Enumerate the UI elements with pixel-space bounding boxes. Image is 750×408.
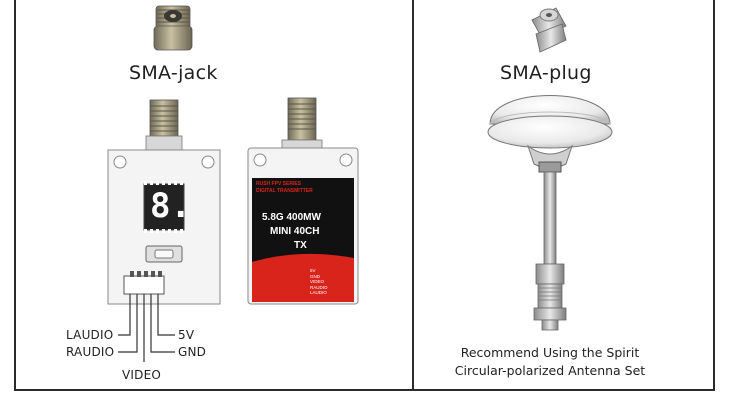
cloverleaf-antenna — [488, 96, 612, 331]
tx-label-top-2: DIGITAL TRANSMITTER — [256, 188, 313, 194]
pin-label-video: VIDEO — [122, 368, 161, 382]
pin-label-5v: 5V — [178, 328, 194, 342]
pin-label-laudio: LAUDIO — [66, 328, 113, 342]
tx-label-line2: MINI 40CH — [270, 226, 319, 237]
antenna-caption-line1: Recommend Using the Spirit — [420, 344, 680, 362]
pin-label-raudio: RAUDIO — [66, 345, 114, 359]
antenna-caption-line2: Circular-polarized Antenna Set — [420, 362, 680, 380]
sma-plug-icon — [532, 8, 566, 52]
tx-label-pins: 5V GND VIDEO RAUDIO LAUDIO — [310, 268, 328, 296]
display-digit: 8. — [150, 186, 191, 226]
tx-label-line3: TX — [294, 240, 307, 251]
pin-label-gnd: GND — [178, 345, 206, 359]
tx-module-board — [108, 100, 220, 362]
tx-label-line1: 5.8G 400MW — [262, 212, 321, 223]
tx-module-label-side — [248, 98, 358, 304]
antenna-caption: Recommend Using the Spirit Circular-pola… — [420, 344, 680, 380]
tx-pin-laudio: LAUDIO — [310, 290, 328, 296]
tx-label-top-1: RUSH FPV SERIES — [256, 181, 301, 187]
sma-jack-icon — [154, 6, 192, 50]
